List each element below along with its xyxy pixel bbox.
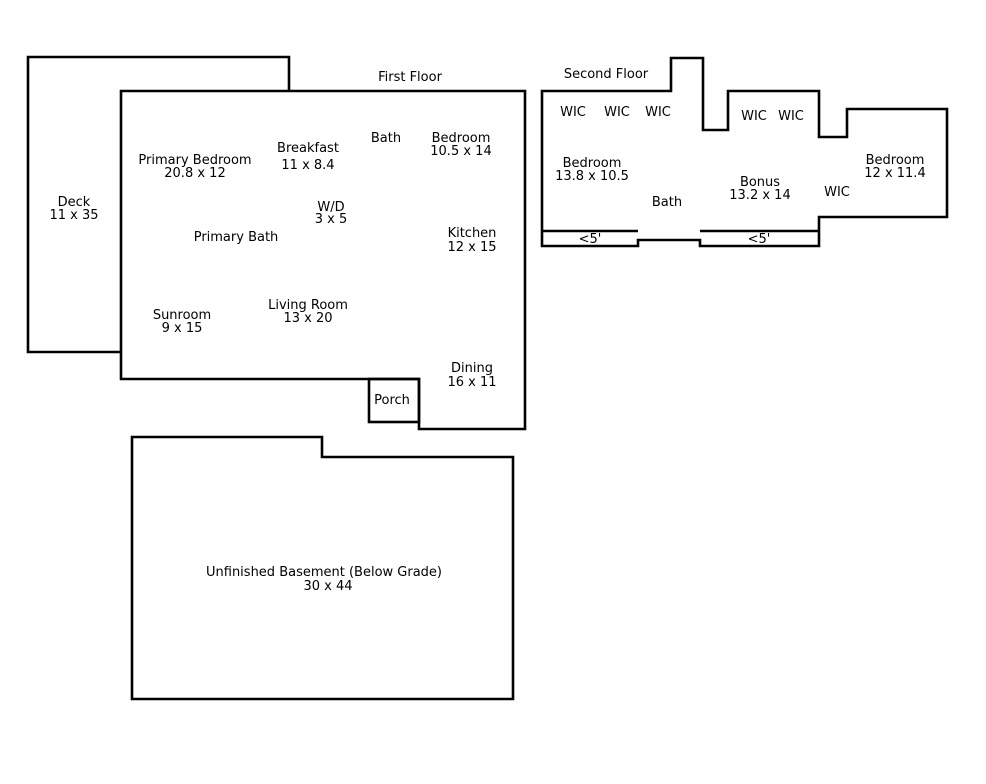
porch-outline <box>367 377 421 424</box>
living-room-label: Living Room <box>268 298 348 313</box>
primary-bedroom-size: 20.8 x 12 <box>164 166 225 181</box>
first-floor-outline <box>119 89 527 431</box>
porch-label: Porch <box>374 393 410 408</box>
basement-size: 30 x 44 <box>303 579 352 594</box>
primary-bath-label: Primary Bath <box>194 230 279 245</box>
wic-label: WIC <box>741 109 767 124</box>
dining-size: 16 x 11 <box>447 375 496 390</box>
sunroom-label: Sunroom <box>153 308 211 323</box>
second-floor-outline <box>540 56 949 248</box>
kitchen-label: Kitchen <box>448 226 497 241</box>
low-ceiling-left-label: <5' <box>579 232 602 247</box>
dining-label: Dining <box>451 361 493 376</box>
second-floor-title: Second Floor <box>564 67 649 82</box>
wic-label: WIC <box>778 109 804 124</box>
wd-size: 3 x 5 <box>315 212 348 227</box>
wd-label: W/D <box>317 200 344 215</box>
breakfast-size: 11 x 8.4 <box>281 158 334 173</box>
wic-label: WIC <box>604 105 630 120</box>
second-floor-bedroom-right-label: Bedroom <box>866 153 925 168</box>
wic-label: WIC <box>645 105 671 120</box>
bonus-label: Bonus <box>740 175 780 190</box>
first-floor-bedroom-label: Bedroom <box>432 131 491 146</box>
primary-bedroom-label: Primary Bedroom <box>138 153 251 168</box>
breakfast-label: Breakfast <box>277 141 339 156</box>
first-floor-title: First Floor <box>378 70 442 85</box>
second-floor-bedroom-left-size: 13.8 x 10.5 <box>555 169 629 184</box>
kitchen-size: 12 x 15 <box>447 240 496 255</box>
low-ceiling-right-label: <5' <box>748 232 771 247</box>
basement-outline <box>130 435 515 701</box>
second-floor-bedroom-left-label: Bedroom <box>563 156 622 171</box>
deck-size: 11 x 35 <box>49 208 98 223</box>
first-floor-bath-label: Bath <box>371 131 401 146</box>
basement-label: Unfinished Basement (Below Grade) <box>206 565 442 580</box>
sunroom-size: 9 x 15 <box>162 321 203 336</box>
deck-outline <box>26 55 291 354</box>
deck-label: Deck <box>58 195 91 210</box>
bonus-size: 13.2 x 14 <box>729 188 790 203</box>
second-floor-bedroom-right-size: 12 x 11.4 <box>864 166 925 181</box>
wic-label: WIC <box>560 105 586 120</box>
living-room-size: 13 x 20 <box>283 311 332 326</box>
second-floor-bath-label: Bath <box>652 195 682 210</box>
wic-label: WIC <box>824 185 850 200</box>
first-floor-bedroom-size: 10.5 x 14 <box>430 144 491 159</box>
